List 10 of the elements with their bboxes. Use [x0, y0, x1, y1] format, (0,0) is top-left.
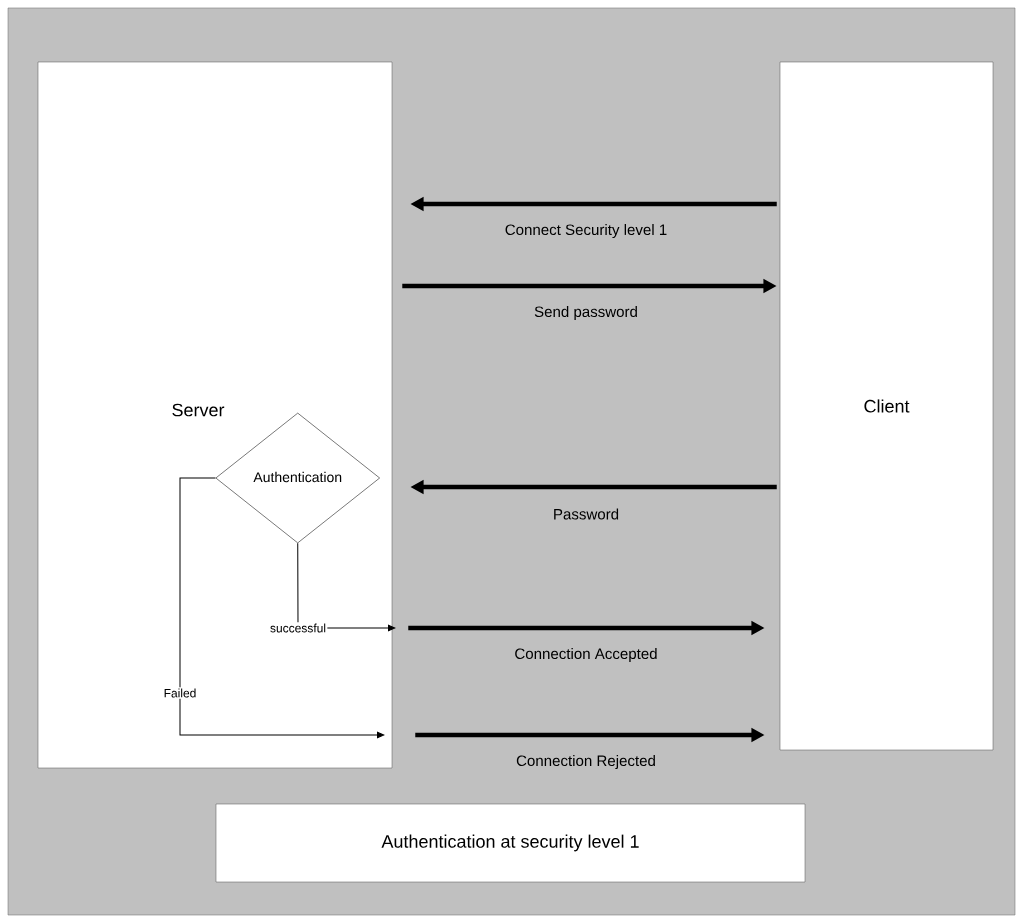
edge-label: Connection Accepted [515, 648, 657, 662]
edge-label: successful [268, 622, 328, 634]
edge-label: Send password [534, 306, 637, 320]
edge-label: Failed [162, 687, 198, 699]
caption-box: Authentication at security level 1 [215, 803, 806, 883]
edge-label: Password [554, 508, 619, 520]
client-box: Client [779, 61, 994, 751]
edge-label: Connect Security level 1 [505, 224, 667, 238]
edge-label: Connection Rejected [516, 755, 655, 769]
arrow [179, 477, 385, 739]
